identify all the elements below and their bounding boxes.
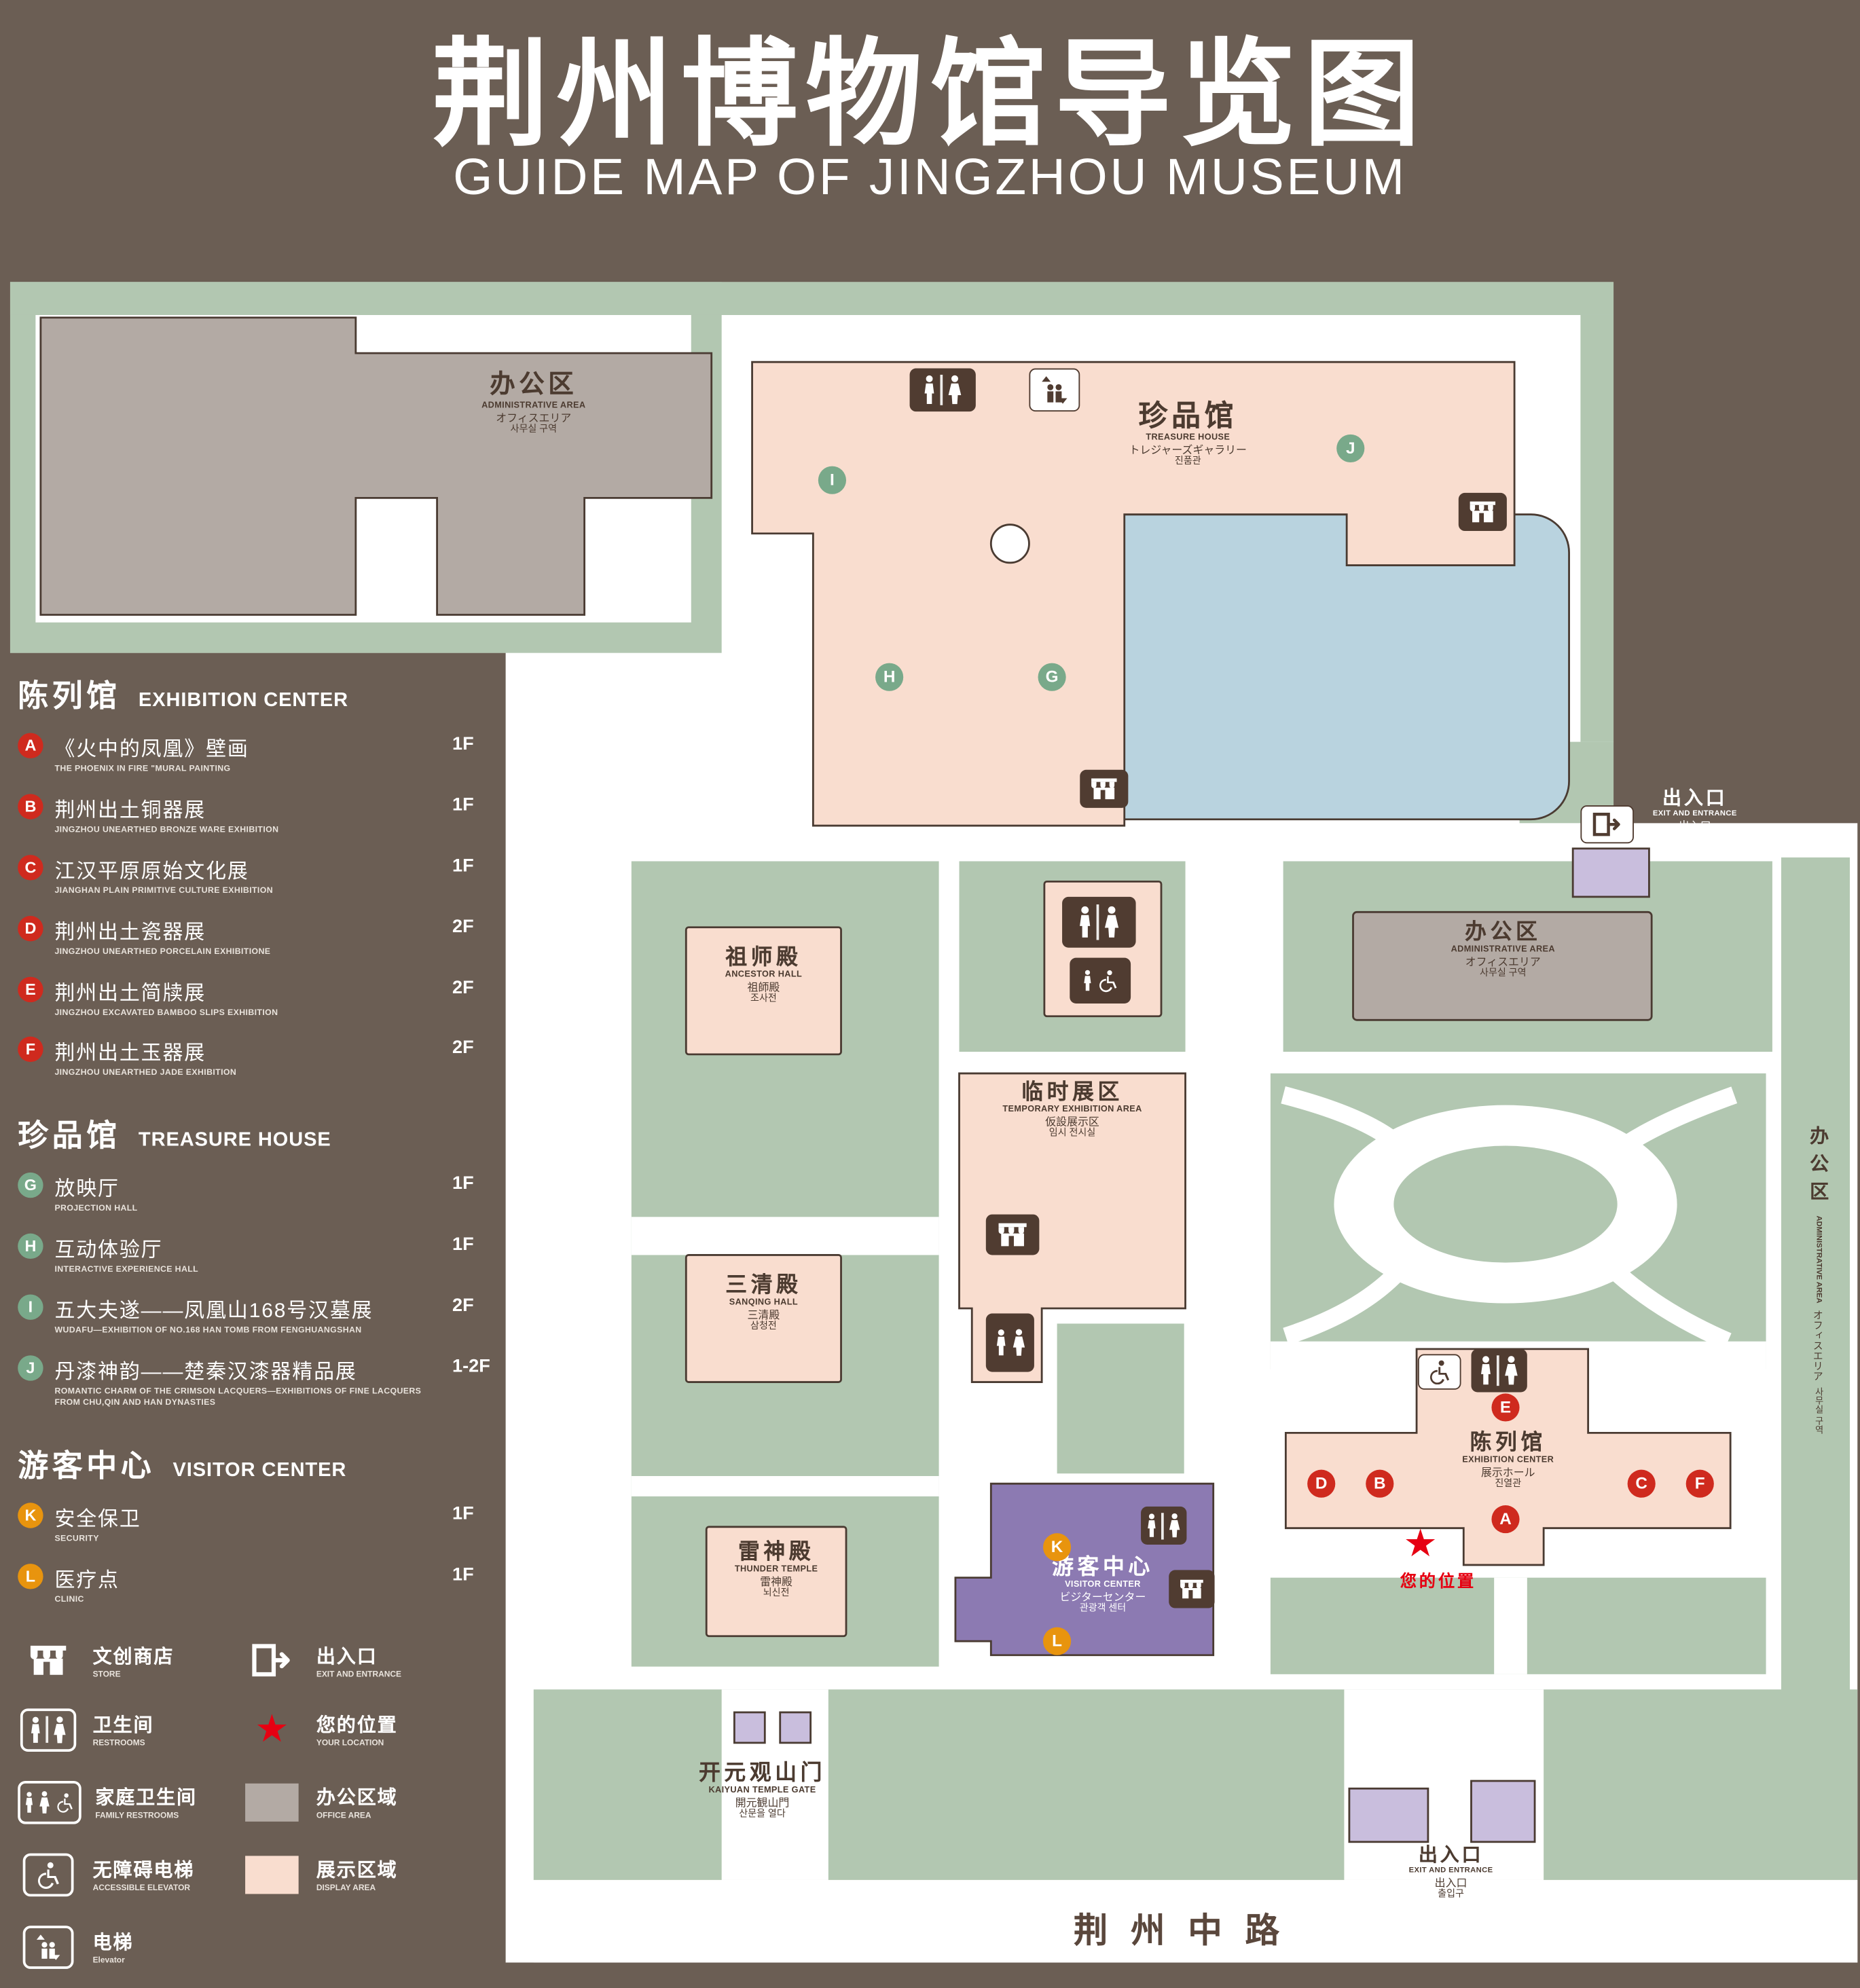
map-marker-c: C — [1627, 1469, 1656, 1498]
marker-badge: E — [18, 976, 43, 1002]
legend-item-a: A 《火中的凤凰》壁画 THE PHOENIX IN FIRE "MURAL P… — [18, 732, 508, 776]
marker-badge: J — [18, 1355, 43, 1381]
marker-badge: H — [18, 1234, 43, 1259]
map-marker-k: K — [1043, 1533, 1072, 1562]
map-marker-e: E — [1491, 1393, 1520, 1422]
area-label-kaiyuan-gate: 开元观山门 KAIYUAN TEMPLE GATE 開元観山門 산문을 열다 — [698, 1761, 826, 1820]
marker-badge: A — [18, 733, 43, 758]
family-restroom-icon — [1070, 957, 1131, 1004]
store-icon — [1169, 1570, 1215, 1608]
marker-badge: K — [18, 1502, 43, 1528]
legend-item-j: J 丹漆神韵——楚秦汉漆器精品展 ROMANTIC CHARM OF THE C… — [18, 1354, 508, 1410]
area-label-exhibition-center: 陈列馆 EXHIBITION CENTER 展示ホール 진열관 — [1462, 1430, 1554, 1489]
restroom-icon — [1062, 896, 1136, 948]
store-icon — [1080, 769, 1129, 808]
restroom-icon — [1141, 1506, 1187, 1545]
store-icon — [1458, 492, 1507, 532]
map-marker-b: B — [1366, 1469, 1394, 1498]
marker-badge: D — [18, 915, 43, 941]
marker-badge: C — [18, 854, 43, 881]
area-label-admin-right: 办公区 ADMINISTRATIVE AREA オフィスエリア 사무실 구역 — [1451, 919, 1555, 978]
area-label-thunder-temple: 雷神殿 THUNDER TEMPLE 雷神殿 뇌신전 — [734, 1539, 818, 1598]
legend-section-visitor-center: 游客中心 VISITOR CENTER — [18, 1449, 347, 1484]
area-label-temporary-exhibition: 临时展区 TEMPORARY EXHIBITION AREA 仮設展示区 임시 … — [1002, 1080, 1142, 1139]
store-icon — [18, 1642, 79, 1678]
area-label-sanqing-hall: 三清殿 SANQING HALL 三清殿 삼청전 — [725, 1272, 802, 1331]
exit-icon — [241, 1642, 302, 1678]
legend-item-d: D 荆州出土瓷器展 JINGZHOU UNEARTHED PORCELAIN E… — [18, 914, 508, 958]
your-location-star-icon: ★ — [1403, 1523, 1438, 1565]
accessible-elevator-icon — [1417, 1354, 1461, 1390]
area-label-visitor-center: 游客中心 VISITOR CENTER ビジターセンター 관광객 센터 — [1052, 1554, 1154, 1614]
exit-icon — [1580, 805, 1634, 844]
area-label-treasure-house: 珍品馆 TREASURE HOUSE トレジャーズギャラリー 진품관 — [1129, 399, 1247, 466]
map-marker-d: D — [1307, 1469, 1336, 1498]
legend-item-i: I 五大夫遂——凤凰山168号汉墓展 WUDAFU—EXHIBITION OF … — [18, 1293, 508, 1338]
elevator-icon — [18, 1925, 79, 1969]
map-marker-f: F — [1685, 1469, 1714, 1498]
map-marker-i: I — [818, 466, 847, 494]
legend-item-l: L 医疗点 CLINIC 1F — [18, 1562, 508, 1606]
marker-badge: I — [18, 1294, 43, 1321]
area-label-admin-far-right: 办公区 ADMINISTRATIVE AREA オフィスエリア 사무실 구역 — [1807, 1125, 1829, 1435]
legend-item-e: E 荆州出土简牍展 JINGZHOU EXCAVATED BAMBOO SLIP… — [18, 975, 508, 1019]
accessible-elevator-icon — [18, 1852, 79, 1896]
legend-item-k: K 安全保卫 SECURITY 1F — [18, 1501, 508, 1545]
legend-item-f: F 荆州出土玉器展 JINGZHOU UNEARTHED JADE EXHIBI… — [18, 1036, 508, 1080]
area-label-exit-right: 出入口 EXIT AND ENTRANCE 出入口 출입구 — [1652, 787, 1737, 842]
marker-badge: B — [18, 794, 43, 820]
store-icon — [985, 1214, 1040, 1255]
marker-badge: F — [18, 1037, 43, 1063]
area-label-admin-top: 办公区 ADMINISTRATIVE AREA オフィスエリア 사무실 구역 — [481, 371, 586, 435]
restroom-icon — [985, 1313, 1034, 1372]
legend-panel: 陈列馆 EXHIBITION CENTER A 《火中的凤凰》壁画 THE PH… — [18, 671, 508, 1969]
page-title: 荆州博物馆导览图 — [432, 30, 1428, 160]
your-location-label: 您的位置 — [1400, 1571, 1477, 1591]
restroom-icon — [1471, 1348, 1527, 1393]
legend-item-h: H 互动体验厅 INTERACTIVE EXPERIENCE HALL 1F — [18, 1232, 508, 1276]
restroom-icon — [909, 368, 976, 412]
marker-badge: L — [18, 1563, 43, 1589]
map-marker-a: A — [1491, 1505, 1520, 1534]
legend-section-exhibition-center: 陈列馆 EXHIBITION CENTER — [18, 679, 349, 714]
legend-item-g: G 放映厅 PROJECTION HALL 1F — [18, 1172, 508, 1216]
area-label-ancestor-hall: 祖师殿 ANCESTOR HALL 祖師殿 조사전 — [725, 944, 803, 1004]
area-label-exit-bottom: 出入口 EXIT AND ENTRANCE 出入口 출입구 — [1408, 1844, 1493, 1899]
marker-badge: G — [18, 1173, 43, 1198]
road-label: 荆州中路 — [1073, 1911, 1302, 1950]
location-icon: ★ — [255, 1708, 289, 1750]
legend-item-c: C 江汉平原原始文化展 JIANGHAN PLAIN PRIMITIVE CUL… — [18, 853, 508, 898]
map-marker-h: H — [875, 663, 904, 691]
page-subtitle: GUIDE MAP OF JINGZHOU MUSEUM — [453, 149, 1407, 206]
restroom-icon — [18, 1708, 79, 1752]
elevator-icon — [1029, 368, 1080, 412]
display-swatch — [241, 1855, 302, 1894]
map-marker-j: J — [1336, 434, 1365, 463]
legend-section-treasure-house: 珍品馆 TREASURE HOUSE — [18, 1119, 331, 1154]
map-marker-l: L — [1043, 1627, 1072, 1655]
office-swatch — [241, 1782, 302, 1822]
legend-item-b: B 荆州出土铜器展 JINGZHOU UNEARTHED BRONZE WARE… — [18, 792, 508, 836]
map-marker-g: G — [1038, 663, 1066, 691]
family-restroom-icon — [18, 1780, 81, 1824]
